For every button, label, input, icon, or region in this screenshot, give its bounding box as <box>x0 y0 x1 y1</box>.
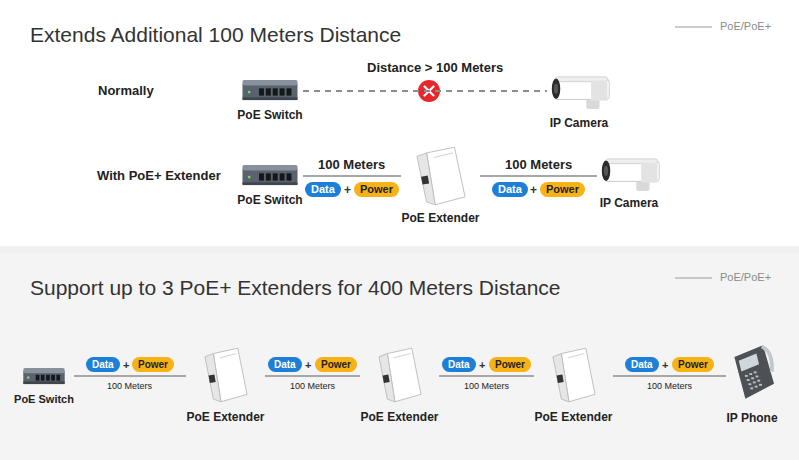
device-icon <box>416 146 466 206</box>
plus-sign: + <box>305 359 311 371</box>
device-icon <box>240 79 300 101</box>
distance-label: Distance > 100 Meters <box>367 60 503 75</box>
device-label: PoE Switch <box>14 393 74 405</box>
pill-text: Power <box>321 359 351 370</box>
section-title: Support up to 3 PoE+ Extenders for 400 M… <box>30 276 561 300</box>
device-label: PoE Switch <box>237 193 303 207</box>
switch-device: PoE Switch <box>237 164 303 207</box>
device-label: PoE Extender <box>360 410 439 424</box>
plus-sign: + <box>123 359 129 371</box>
plus-sign: + <box>530 183 537 197</box>
power-pill: Power <box>132 357 174 372</box>
pill-text: Data <box>274 359 296 370</box>
cable-line <box>613 375 726 377</box>
pill-text: Data <box>311 183 335 195</box>
device-icon <box>21 367 67 385</box>
distance-label: 100 Meters <box>464 381 509 391</box>
device-label: PoE Switch <box>237 108 303 122</box>
device-icon <box>204 347 248 403</box>
device-icon <box>547 76 611 110</box>
distance-label: 100 Meters <box>318 157 385 172</box>
device-label: PoE Extender <box>401 211 480 225</box>
row-label: With PoE+ Extender <box>97 168 221 183</box>
power-pill: Power <box>354 182 399 197</box>
pill-text: Power <box>138 359 168 370</box>
pill-text: Power <box>546 183 579 195</box>
device-label: IP Phone <box>726 411 778 425</box>
extender-device: PoE Extender <box>401 146 480 225</box>
data-pill: Data <box>625 357 659 372</box>
distance-label: 100 Meters <box>290 381 335 391</box>
pill-text: Power <box>360 183 393 195</box>
cable-line <box>265 375 360 377</box>
header-rule <box>675 278 712 279</box>
switch-device: PoE Switch <box>14 367 74 405</box>
device-label: PoE Extender <box>186 410 265 424</box>
distance-label: 100 Meters <box>647 381 692 391</box>
distance-label: 100 Meters <box>505 157 572 172</box>
device-icon <box>240 164 300 186</box>
extender-device: PoE Extender <box>186 347 265 424</box>
plus-sign: + <box>344 183 351 197</box>
tag-label: PoE/PoE+ <box>720 271 771 283</box>
device-icon <box>597 158 661 192</box>
distance-label: 100 Meters <box>107 381 152 391</box>
header-rule <box>675 27 712 28</box>
power-pill: Power <box>315 357 357 372</box>
device-icon <box>729 338 775 400</box>
device-icon <box>552 347 596 403</box>
power-pill: Power <box>672 357 714 372</box>
cable-line <box>439 375 534 377</box>
cable-line <box>303 175 401 177</box>
data-pill: Data <box>492 182 528 197</box>
device-label: IP Camera <box>597 196 661 210</box>
plus-sign: + <box>662 359 668 371</box>
pill-text: Data <box>448 359 470 370</box>
data-pill: Data <box>268 357 302 372</box>
row-label: Normally <box>98 83 154 98</box>
cable-line <box>74 375 186 377</box>
camera-device: IP Camera <box>547 76 611 130</box>
pill-text: Power <box>678 359 708 370</box>
camera-device: IP Camera <box>597 158 661 210</box>
power-pill: Power <box>489 357 531 372</box>
phone-device: IP Phone <box>726 338 778 425</box>
device-icon <box>378 347 422 403</box>
pill-text: Power <box>495 359 525 370</box>
pill-text: Data <box>498 183 522 195</box>
data-pill: Data <box>442 357 476 372</box>
tag-label: PoE/PoE+ <box>720 20 771 32</box>
data-pill: Data <box>305 182 341 197</box>
cable-line <box>480 175 597 177</box>
plus-sign: + <box>479 359 485 371</box>
data-pill: Data <box>86 357 120 372</box>
cable-line <box>303 90 547 92</box>
pill-text: Data <box>92 359 114 370</box>
diagram-title: Extends Additional 100 Meters Distance <box>30 23 401 47</box>
power-pill: Power <box>540 182 585 197</box>
extender-device: PoE Extender <box>360 347 439 424</box>
switch-device: PoE Switch <box>237 79 303 122</box>
device-label: PoE Extender <box>534 410 613 424</box>
pill-text: Data <box>631 359 653 370</box>
device-label: IP Camera <box>547 116 611 130</box>
extender-device: PoE Extender <box>534 347 613 424</box>
